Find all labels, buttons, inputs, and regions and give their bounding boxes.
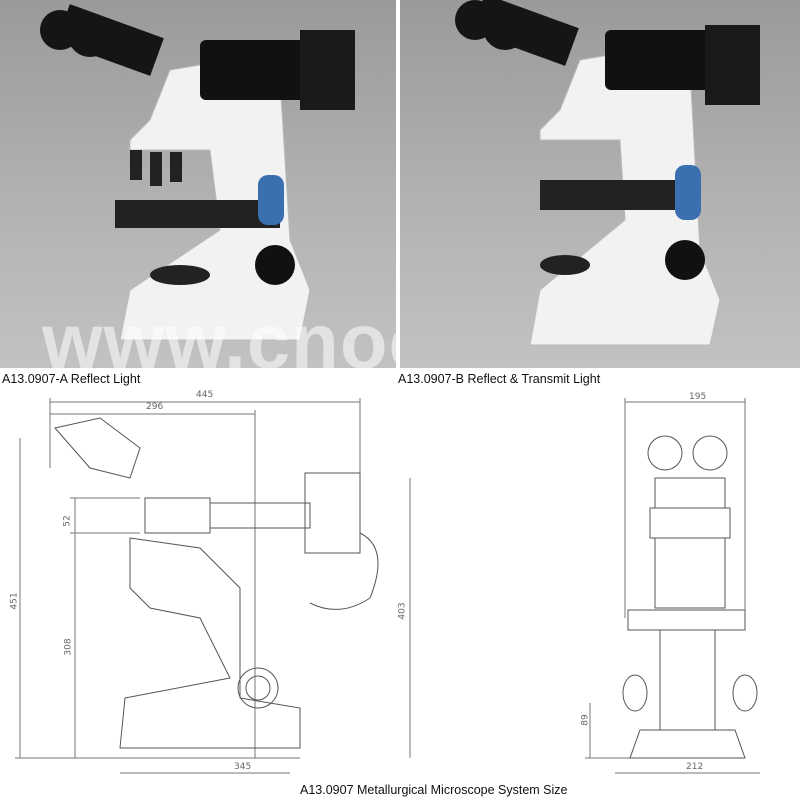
dim-stage-height: 308 — [63, 638, 74, 656]
dim-total-length: 445 — [196, 390, 214, 400]
microscope-b-image — [455, 0, 760, 346]
photo-reflect-light: www.cnoec.com — [0, 0, 396, 368]
caption-a: A13.0907-A Reflect Light — [2, 372, 141, 386]
dim-top-width: 195 — [689, 392, 707, 402]
dimension-drawing — [15, 398, 760, 774]
dim-base-height: 89 — [580, 714, 591, 726]
dim-total-height: 451 — [9, 592, 20, 610]
dim-base-length: 345 — [234, 762, 252, 772]
photo-reflect-transmit-light — [400, 0, 800, 368]
dim-head-length: 296 — [146, 402, 164, 412]
dim-body-height: 403 — [397, 602, 408, 620]
microscope-a-image — [40, 4, 355, 341]
caption-b: A13.0907-B Reflect & Transmit Light — [398, 372, 601, 386]
dim-head-height: 52 — [62, 515, 73, 527]
dim-base-width: 212 — [686, 762, 704, 772]
watermark: www.cnoec.com — [42, 297, 396, 368]
drawing-caption: A13.0907 Metallurgical Microscope System… — [300, 783, 568, 797]
